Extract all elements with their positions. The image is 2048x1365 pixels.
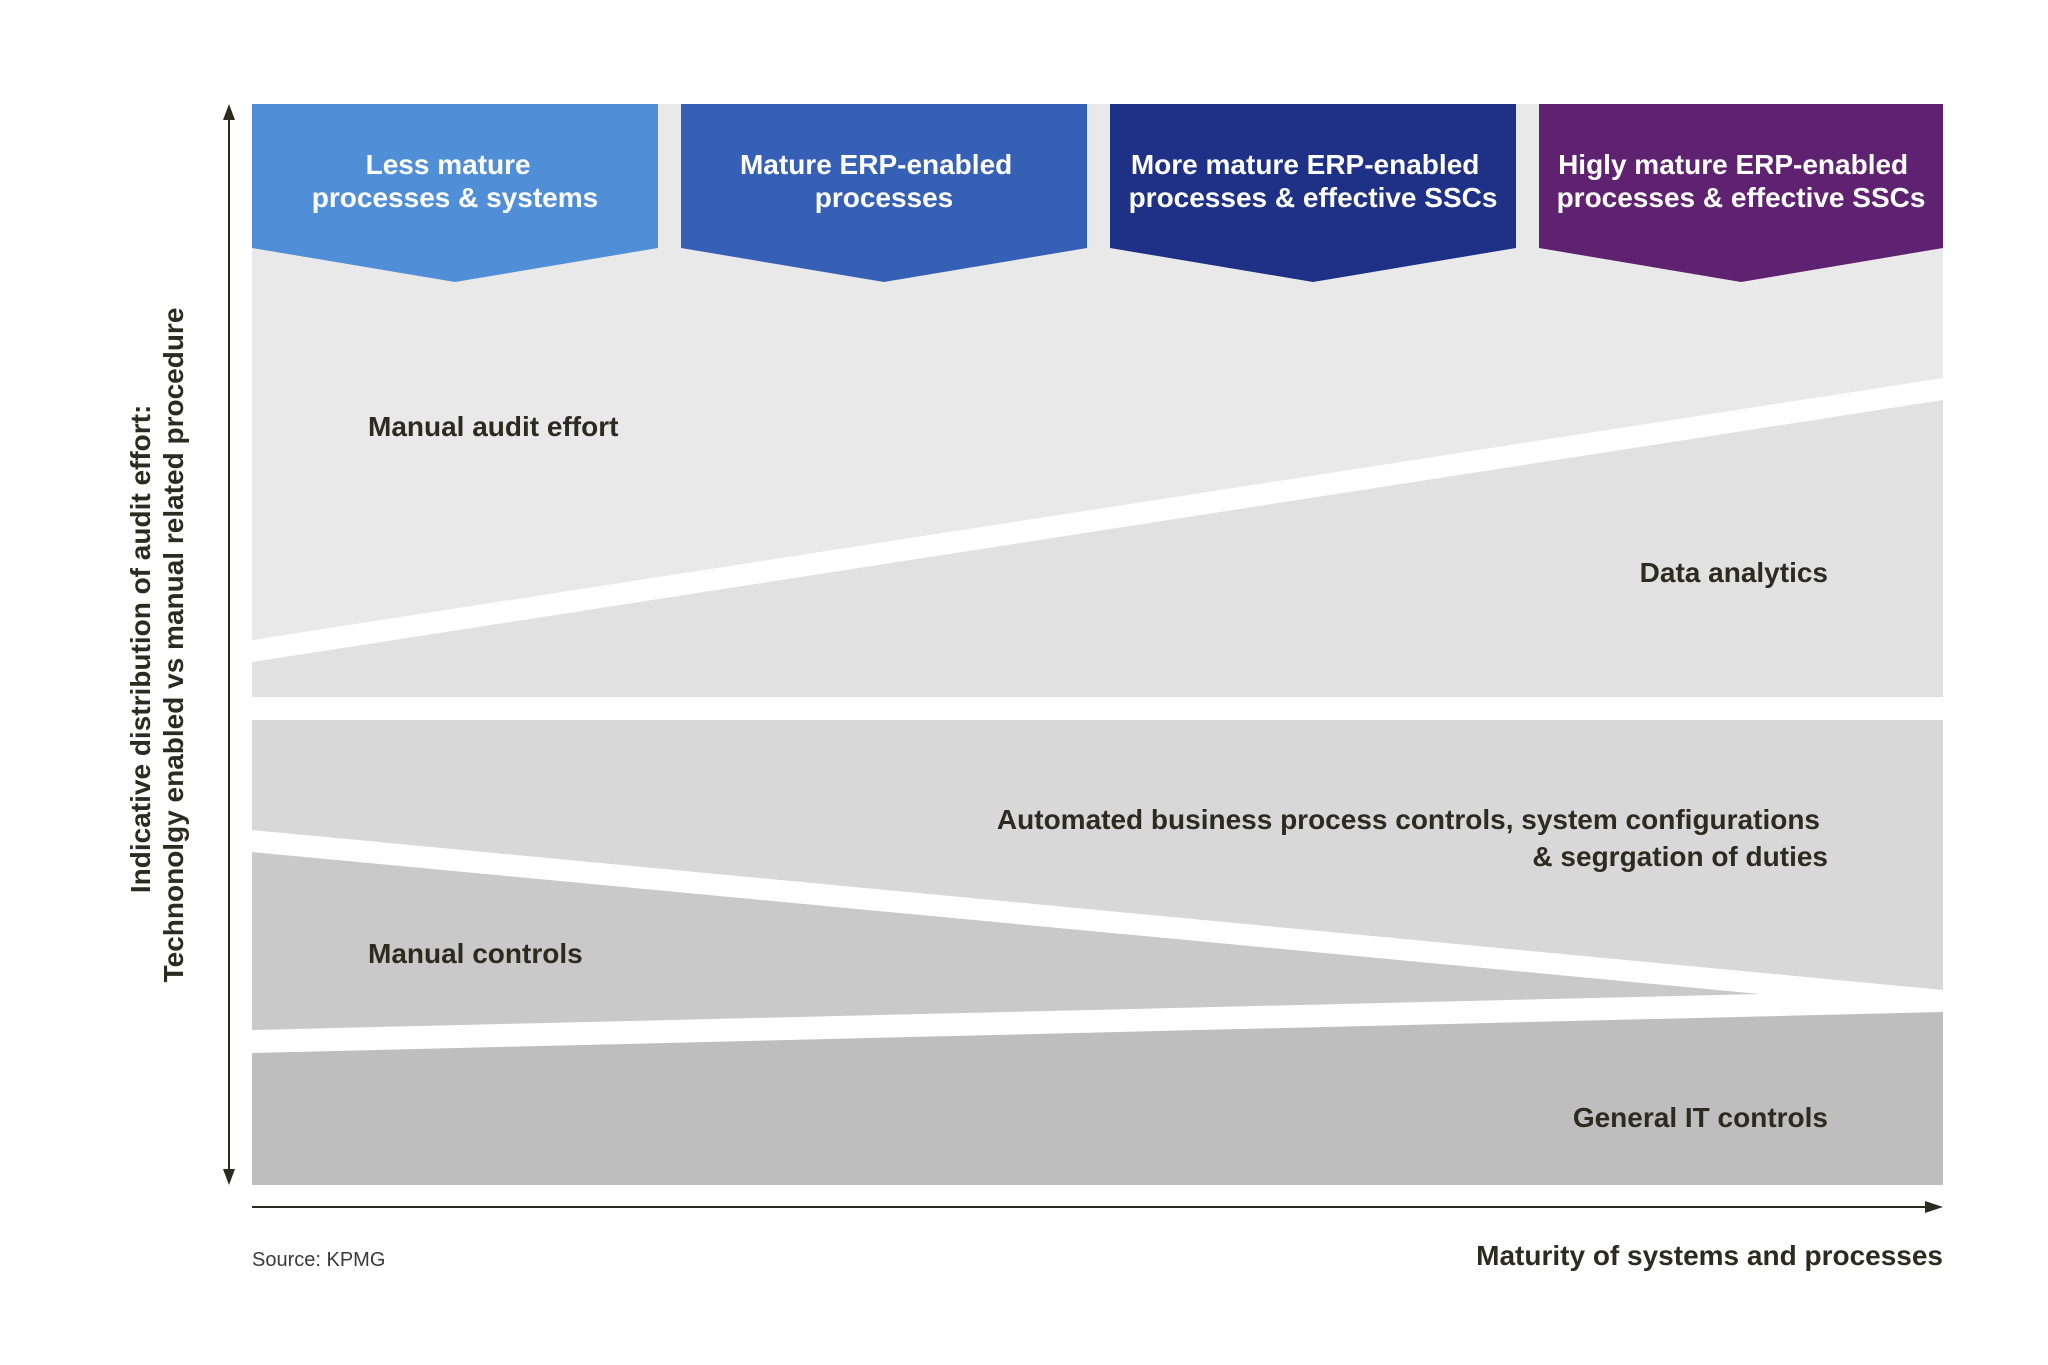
x-axis-title: Maturity of systems and processes: [1476, 1240, 1943, 1271]
stage-label-2-line1: Mature ERP-enabled: [740, 149, 1012, 180]
stage-label-1-line1: Less mature: [366, 149, 531, 180]
stage-chevron-3: [1110, 104, 1516, 282]
stage-header-1: Less mature processes & systems: [252, 104, 658, 282]
y-axis-title: Indicative distribution of audit effort:…: [125, 308, 189, 983]
stage-label-3-line1: More mature ERP-enabled: [1131, 149, 1480, 180]
data-analytics-region: [252, 400, 1943, 697]
y-axis-down-arrow-icon: [223, 1169, 235, 1185]
y-axis-title-line1: Indicative distribution of audit effort:: [125, 405, 156, 893]
stage-header-3: More mature ERP-enabled processes & effe…: [1110, 104, 1516, 282]
stage-label-1-line2: processes & systems: [312, 182, 598, 213]
general-it-controls-region: [252, 1012, 1943, 1185]
manual-audit-effort-label: Manual audit effort: [368, 411, 618, 442]
automated-controls-label-line1: Automated business process controls, sys…: [997, 804, 1820, 835]
manual-audit-effort-region: [252, 104, 1943, 640]
stage-label-1: Less mature processes & systems: [312, 149, 598, 213]
y-axis-title-line2: Technonolgy enabled vs manual related pr…: [158, 308, 189, 983]
stage-label-2-line2: processes: [815, 182, 954, 213]
y-axis-up-arrow-icon: [223, 104, 235, 120]
stage-label-4-line1: Higly mature ERP-enabled: [1558, 149, 1908, 180]
stage-label-2: Mature ERP-enabled processes: [740, 149, 1020, 213]
stage-label-4: Higly mature ERP-enabled processes & eff…: [1557, 149, 1926, 213]
automated-controls-label-line2: & segrgation of duties: [1532, 841, 1828, 872]
manual-controls-region: [252, 852, 1760, 1030]
stage-header-2: Mature ERP-enabled processes: [681, 104, 1087, 282]
x-axis: [252, 1201, 1943, 1213]
data-analytics-label: Data analytics: [1640, 557, 1828, 588]
stage-label-3: More mature ERP-enabled processes & effe…: [1129, 149, 1498, 213]
general-it-controls-label: General IT controls: [1573, 1102, 1828, 1133]
y-axis: [223, 104, 235, 1185]
stage-chevron-4: [1539, 104, 1943, 282]
automated-controls-region: [252, 720, 1943, 990]
manual-controls-label: Manual controls: [368, 938, 583, 969]
source-note: Source: KPMG: [252, 1249, 385, 1271]
x-axis-arrow-icon: [1925, 1201, 1943, 1213]
stage-header-4: Higly mature ERP-enabled processes & eff…: [1539, 104, 1943, 282]
stage-label-3-line2: processes & effective SSCs: [1129, 182, 1498, 213]
stage-chevron-1: [252, 104, 658, 282]
stage-chevron-2: [681, 104, 1087, 282]
stage-label-4-line2: processes & effective SSCs: [1557, 182, 1926, 213]
